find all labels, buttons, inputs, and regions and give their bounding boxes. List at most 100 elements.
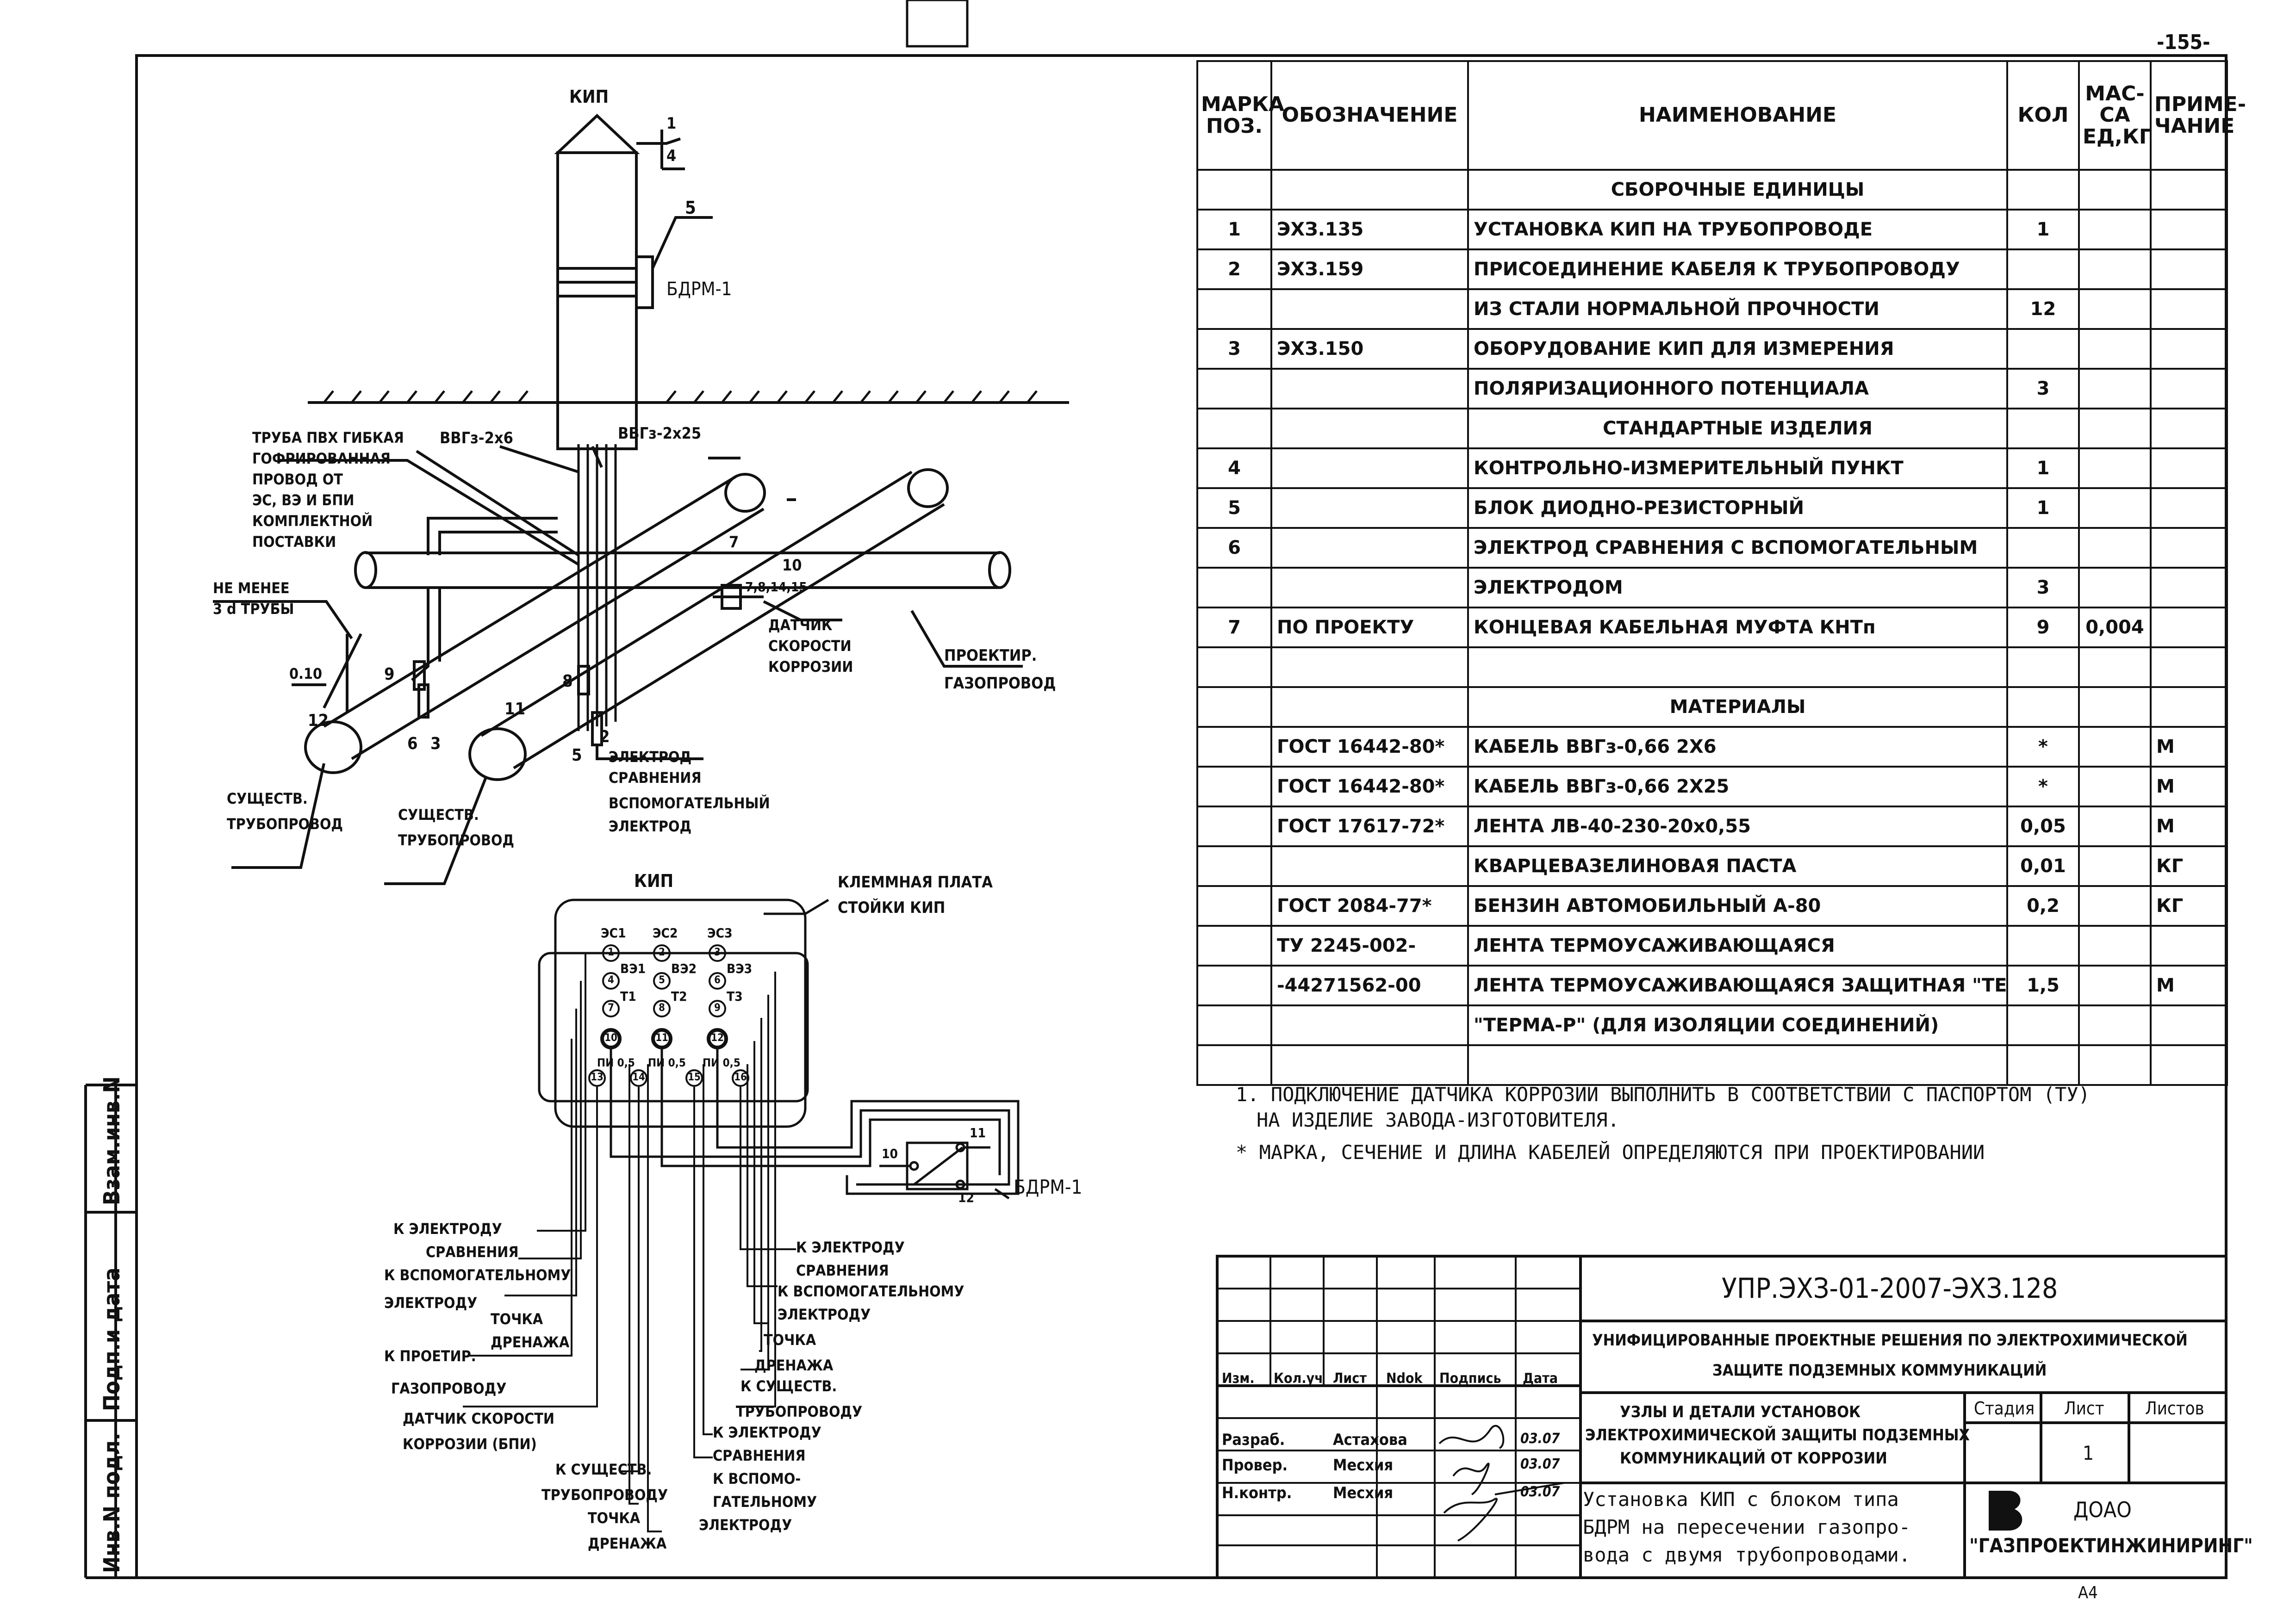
- col-podpis: Подпись: [1439, 1370, 1501, 1387]
- spec-cell-note: [2150, 646, 2228, 688]
- spec-cell-pos: 2: [1196, 248, 1272, 290]
- left-wire-label: СРАВНЕНИЯ: [426, 1243, 519, 1261]
- stamp-vzam-inv: Взам.инв.N: [99, 1076, 125, 1205]
- spec-cell-mass: [2078, 447, 2152, 489]
- term-ve1: ВЭ1: [620, 961, 646, 976]
- left-wire-label: ТРУБОПРОВОДУ: [541, 1486, 668, 1504]
- drawing-title-line-2: БДРМ на пересечении газопро-: [1583, 1516, 1911, 1538]
- right-wire-label: К ЭЛЕКТРОДУ: [796, 1239, 905, 1256]
- term-ve3: ВЭ3: [727, 961, 753, 976]
- spec-cell-note: [2150, 408, 2228, 449]
- spec-cell-designation: [1270, 368, 1469, 409]
- name-prover: Месхия: [1333, 1456, 1394, 1475]
- spec-cell-mass: [2078, 209, 2152, 250]
- spec-row: ГОСТ 16442-80*КАБЕЛЬ ВВГз-0,66 2Х25*М: [1196, 766, 2228, 807]
- col-mass-header: МАС- СА ЕД,КГ: [2078, 60, 2152, 171]
- term-es2: ЭС2: [653, 925, 678, 941]
- spec-cell-mass: [2078, 169, 2152, 211]
- name-nkontr: Месхия: [1333, 1484, 1394, 1502]
- plate-2: СТОЙКИ КИП: [838, 899, 946, 917]
- spec-cell-qty: 9: [2006, 607, 2080, 648]
- exist-pipe-1-b: ТРУБОПРОВОД: [227, 815, 343, 833]
- spec-cell-pos: [1196, 766, 1272, 807]
- spec-cell-name: КАБЕЛЬ ВВГз-0,66 2Х6: [1467, 726, 2008, 768]
- bdrm-num-11: 11: [970, 1125, 986, 1141]
- spec-cell-qty: 1: [2006, 487, 2080, 529]
- right-wire-label: ЭЛЕКТРОДУ: [778, 1306, 871, 1323]
- project-line-1: УНИФИЦИРОВАННЫЕ ПРОЕКТНЫЕ РЕШЕНИЯ ПО ЭЛЕ…: [1592, 1331, 2188, 1350]
- terminal-number: 13: [591, 1072, 604, 1083]
- left-wire-label: ТОЧКА: [491, 1310, 543, 1328]
- terminal-number: 3: [714, 947, 721, 958]
- spec-cell-mass: [2078, 766, 2152, 807]
- spec-cell-note: КГ: [2150, 845, 2228, 887]
- spec-cell-pos: [1196, 925, 1272, 967]
- stamp-podp-data: Подп.и дата: [99, 1267, 125, 1411]
- spec-cell-note: [2150, 169, 2228, 211]
- spec-cell-name: ЛЕНТА ТЕРМОУСАЖИВАЮЩАЯСЯ ЗАЩИТНАЯ "ТЕРМА…: [1467, 965, 2008, 1006]
- spec-cell-mass: [2078, 686, 2152, 728]
- spec-cell-pos: [1196, 806, 1272, 847]
- role-nkontr: Н.контр.: [1222, 1484, 1292, 1502]
- callout-1: 1: [666, 114, 677, 133]
- pos-11: 11: [504, 700, 526, 719]
- spec-cell-name: ОБОРУДОВАНИЕ КИП ДЛЯ ИЗМЕРЕНИЯ: [1467, 328, 2008, 370]
- col-note-header: ПРИМЕ- ЧАНИЕ: [2150, 60, 2246, 171]
- spec-cell-designation: [1270, 686, 1469, 728]
- spec-cell-qty: [2006, 686, 2080, 728]
- spec-cell-note: [2150, 607, 2228, 648]
- right-wire-label: К ЭЛЕКТРОДУ: [713, 1424, 821, 1441]
- drawing-title-line-3: вода с двумя трубопроводами.: [1583, 1543, 1911, 1566]
- electrode-4: ЭЛЕКТРОД: [609, 818, 692, 835]
- col-name-header: НАИМЕНОВАНИЕ: [1467, 60, 2008, 171]
- org-line-2: "ГАЗПРОЕКТИНЖИНИРИНГ": [1969, 1534, 2253, 1557]
- terminal-number: 15: [688, 1072, 701, 1083]
- spec-cell-note: М: [2150, 806, 2228, 847]
- plate-1: КЛЕММНАЯ ПЛАТА: [838, 873, 993, 892]
- spec-cell-mass: [2078, 527, 2152, 569]
- right-wire-label: К ВСПОМОГАТЕЛЬНОМУ: [778, 1283, 964, 1300]
- right-wire-label: ЭЛЕКТРОДУ: [699, 1516, 792, 1534]
- spec-cell-qty: [2006, 169, 2080, 211]
- min-dist-2: 3 d ТРУБЫ: [213, 600, 294, 618]
- section-line-3: КОММУНИКАЦИЙ ОТ КОРРОЗИИ: [1620, 1449, 1887, 1468]
- terminal-number: 7: [608, 1002, 614, 1014]
- spec-cell-note: [2150, 487, 2228, 529]
- pos-9: 9: [384, 665, 395, 684]
- col-list: Лист: [1333, 1370, 1367, 1387]
- spec-cell-designation: [1270, 1044, 1469, 1086]
- left-wire-label: ГАЗОПРОВОДУ: [391, 1380, 507, 1397]
- min-dist-1: НЕ МЕНЕЕ: [213, 579, 290, 597]
- spec-cell-pos: [1196, 686, 1272, 728]
- spec-cell-pos: [1196, 408, 1272, 449]
- spec-cell-note: [2150, 447, 2228, 489]
- left-wire-label: ДАТЧИК СКОРОСТИ: [403, 1410, 555, 1427]
- callout-5: 5: [685, 198, 696, 218]
- role-prover: Провер.: [1222, 1456, 1288, 1475]
- pos-5: 5: [572, 746, 582, 765]
- term-t1: Т1: [620, 989, 636, 1004]
- spec-cell-name: БЕНЗИН АВТОМОБИЛЬНЫЙ А-80: [1467, 885, 2008, 927]
- left-wire-label: ДРЕНАЖА: [491, 1333, 570, 1351]
- spec-cell-qty: [2006, 1004, 2080, 1046]
- spec-cell-note: [2150, 328, 2228, 370]
- pos-2: 2: [599, 727, 610, 746]
- spec-cell-note: М: [2150, 965, 2228, 1006]
- sheet-value: 1: [2083, 1442, 2094, 1464]
- term-es3: ЭС3: [707, 925, 733, 941]
- spec-cell-name: [1467, 646, 2008, 688]
- spec-cell-mass: [2078, 368, 2152, 409]
- org-line-1: ДОАО: [2073, 1497, 2132, 1522]
- spec-cell-qty: 1: [2006, 209, 2080, 250]
- terminal-number: 12: [711, 1032, 724, 1044]
- col-designation-header: ОБОЗНАЧЕНИЕ: [1270, 60, 1469, 171]
- spec-row: "ТЕРМА-Р" (ДЛЯ ИЗОЛЯЦИИ СОЕДИНЕНИЙ): [1196, 1004, 2228, 1046]
- spec-cell-qty: [2006, 328, 2080, 370]
- spec-cell-designation: ЭХЗ.159: [1270, 248, 1469, 290]
- bdrm-label-bottom: БДРМ-1: [1014, 1176, 1083, 1198]
- electrode-3: ВСПОМОГАТЕЛЬНЫЙ: [609, 794, 770, 812]
- terminal-number: 11: [655, 1032, 668, 1044]
